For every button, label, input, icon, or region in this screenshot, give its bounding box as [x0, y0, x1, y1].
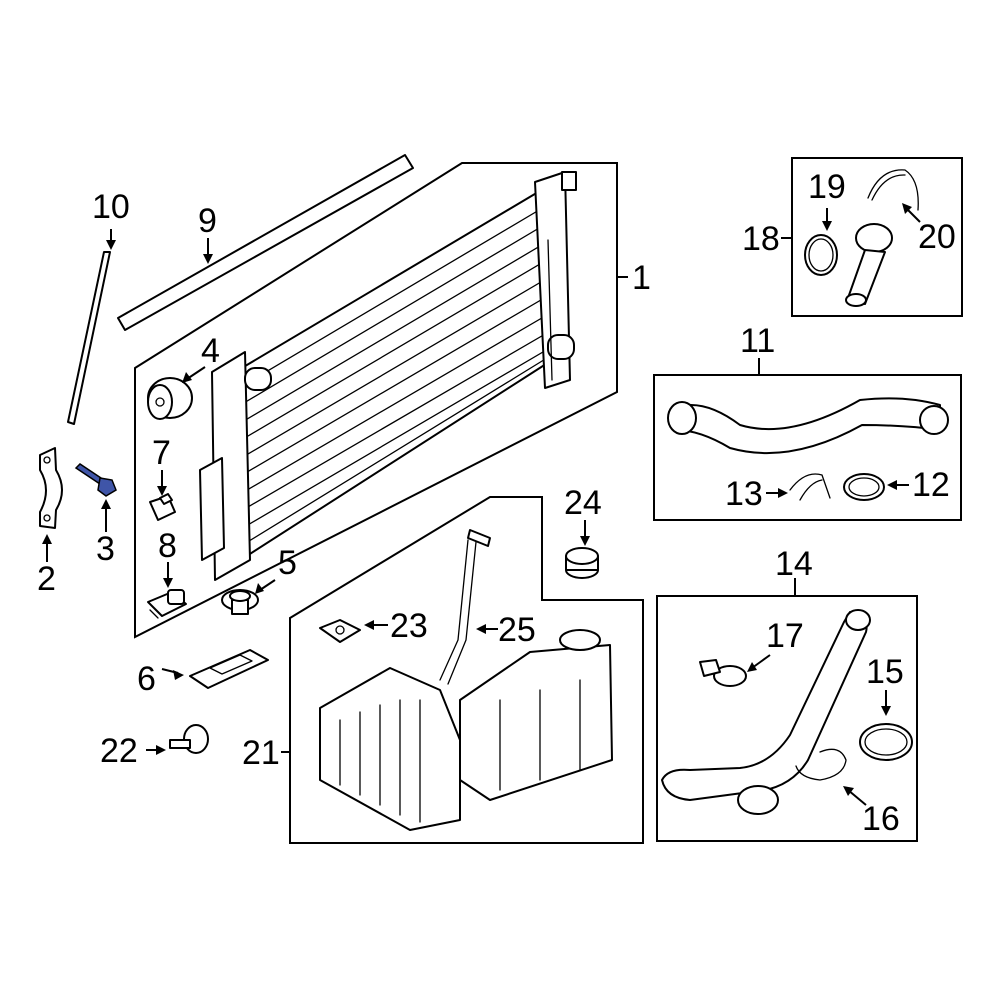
- leader-arrowheads: [42, 203, 912, 796]
- reservoir-cap-part[interactable]: [565, 547, 599, 579]
- pad-part[interactable]: [189, 649, 269, 689]
- callout-17: 17: [766, 617, 804, 655]
- hose-clip-part[interactable]: [789, 473, 831, 501]
- outlet-pipe-part[interactable]: [845, 223, 893, 307]
- callout-5: 5: [278, 544, 297, 582]
- callout-18: 18: [742, 220, 780, 258]
- callout-3: 3: [96, 530, 115, 568]
- overflow-hose-part[interactable]: [439, 529, 491, 685]
- o-ring-part[interactable]: [804, 234, 838, 276]
- callout-7: 7: [152, 434, 171, 472]
- seal-strip-part[interactable]: [117, 154, 414, 331]
- callout-4: 4: [201, 332, 220, 370]
- callout-24: 24: [564, 484, 602, 522]
- callout-15: 15: [866, 653, 904, 691]
- lower-o-ring-part[interactable]: [859, 723, 913, 761]
- reservoir-tank-part[interactable]: [319, 629, 613, 831]
- callout-10: 10: [92, 188, 130, 226]
- retaining-clip-part[interactable]: [867, 169, 919, 211]
- bracket-part[interactable]: [39, 447, 63, 529]
- lower-hose-clamp-part[interactable]: [699, 659, 747, 687]
- callout-16: 16: [862, 800, 900, 838]
- wire-clip-part[interactable]: [795, 748, 847, 781]
- upper-hose-part[interactable]: [667, 397, 949, 454]
- reservoir-clip-part[interactable]: [319, 619, 361, 643]
- callout-14: 14: [775, 545, 813, 583]
- clip-part[interactable]: [149, 493, 176, 521]
- lower-hose-group-frame: [656, 595, 918, 842]
- callout-1: 1: [632, 259, 651, 297]
- callout-21: 21: [242, 734, 280, 772]
- callout-labels: 1 2 3 4 5 6 7 8 9 10 11 12 13 14 15 16 1…: [37, 168, 956, 838]
- rod-part[interactable]: [67, 251, 111, 425]
- connector-part[interactable]: [147, 589, 187, 619]
- hose-clamp-part[interactable]: [843, 473, 885, 501]
- callout-9: 9: [198, 202, 217, 240]
- callout-11: 11: [740, 322, 775, 360]
- grommet-part[interactable]: [147, 377, 193, 420]
- callout-25: 25: [498, 611, 536, 649]
- radiator-part[interactable]: [199, 171, 577, 581]
- lower-hose-part[interactable]: [661, 609, 871, 815]
- bolt-part[interactable]: [74, 463, 117, 497]
- callout-19: 19: [808, 168, 846, 206]
- drain-plug-part[interactable]: [221, 589, 259, 615]
- callout-13: 13: [725, 475, 763, 513]
- callout-12: 12: [912, 466, 950, 504]
- push-pin-part[interactable]: [169, 724, 209, 754]
- callout-23: 23: [390, 607, 428, 645]
- callout-20: 20: [918, 218, 956, 256]
- callout-2: 2: [37, 560, 56, 598]
- callout-22: 22: [100, 732, 138, 770]
- callout-6: 6: [137, 660, 156, 698]
- callout-8: 8: [158, 527, 177, 565]
